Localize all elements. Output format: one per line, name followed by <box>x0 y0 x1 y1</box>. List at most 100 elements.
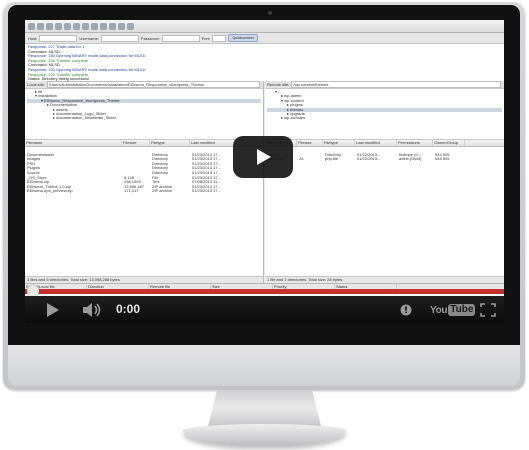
volume-control[interactable] <box>79 296 105 323</box>
progress-scrubber[interactable] <box>27 285 39 297</box>
tree-item[interactable]: ▸ upgrade <box>287 111 305 117</box>
log-line: Response: 226 Transfer complete <box>28 71 89 77</box>
port-input[interactable] <box>212 34 227 42</box>
progress-bar[interactable] <box>25 285 504 297</box>
column-header[interactable]: Permissions <box>397 140 433 146</box>
host-input[interactable] <box>39 34 78 42</box>
reconnect-icon[interactable] <box>100 22 107 30</box>
time-display: 0:00 <box>116 302 141 316</box>
column-header[interactable]: Filetype <box>323 140 355 146</box>
column-header[interactable]: Filename <box>25 140 122 146</box>
column-header[interactable]: Remote file <box>149 284 211 289</box>
file-cell: 544 505 <box>435 152 450 157</box>
tree-item[interactable]: ▸ lib <box>35 89 43 94</box>
tree-item[interactable]: ▸ wp-includes <box>281 115 306 121</box>
file-row[interactable]: .. <box>25 148 263 153</box>
search-icon[interactable] <box>127 22 134 30</box>
settings-button[interactable] <box>398 296 414 323</box>
tree-item[interactable]: ▸ plugins <box>287 102 303 108</box>
file-cell: File <box>152 175 159 180</box>
tree-item[interactable]: ▾ wp-content <box>281 97 304 103</box>
tree-item[interactable]: ▸ documentation_Newsletter_Slider <box>53 115 116 121</box>
local-path-input[interactable]: /Users/Administrator/Documents/Installat… <box>47 81 260 88</box>
file-cell: ElDiseno.zip <box>27 180 50 185</box>
log-line: Command: MLSD <box>28 62 60 68</box>
compare-icon[interactable] <box>118 22 125 30</box>
tree-item[interactable]: ▸ assets <box>53 106 68 112</box>
username-input[interactable] <box>100 34 139 42</box>
remote-path-input[interactable]: /wp-content/themes <box>291 81 501 88</box>
file-cell: 01/22/2013... <box>357 152 381 157</box>
file-cell: 171,017 <box>124 189 139 194</box>
file-cell: Directory <box>152 170 169 175</box>
tree-item[interactable]: ▸ wp-admin <box>281 93 302 99</box>
tree-item[interactable]: ▸ documentation_Logo_Slider <box>53 111 106 117</box>
site-manager-icon[interactable] <box>28 22 35 30</box>
tree-item-selected[interactable]: ▸ themes <box>267 107 502 113</box>
file-cell: 01/23/2013 17... <box>192 189 221 194</box>
toggle-remote-tree-icon[interactable] <box>55 22 62 30</box>
file-cell: 28 <box>299 157 304 162</box>
column-header[interactable]: Priority <box>273 284 335 289</box>
filter-icon[interactable] <box>109 22 116 30</box>
username-label: Username: <box>79 35 99 41</box>
file-cell: 01/22/2013... <box>357 157 381 162</box>
column-header[interactable]: Direction <box>87 284 149 289</box>
file-cell: 12,666,487 <box>124 184 145 189</box>
cancel-icon[interactable] <box>82 22 89 30</box>
file-cell: 01/23/2013 17... <box>192 157 221 162</box>
fullscreen-button[interactable] <box>478 296 498 323</box>
process-queue-icon[interactable] <box>73 22 80 30</box>
remote-file-header: Filename Filesize Filetype Last modified… <box>265 140 504 147</box>
toggle-log-icon[interactable] <box>37 22 44 30</box>
password-label: Password: <box>140 35 160 41</box>
file-cell: 01/23/2013 17... <box>192 184 221 189</box>
file-cell: _DS_Store <box>27 175 47 180</box>
toggle-tree-icon[interactable] <box>46 22 53 30</box>
file-cell: 01/23/2013 17... <box>192 170 221 175</box>
column-header[interactable]: Filesize <box>297 140 323 146</box>
column-header[interactable]: Last modified <box>355 140 397 146</box>
column-header[interactable]: Server/Local file <box>25 284 87 289</box>
progress-track[interactable] <box>25 289 504 294</box>
file-cell: Directory <box>152 152 169 157</box>
column-header[interactable]: Size <box>211 284 273 289</box>
player-controls: 0:00 You Tube <box>25 296 504 323</box>
file-cell: 01/23/2013 17... <box>192 175 221 180</box>
tree-item[interactable]: ▾ installation <box>35 93 58 99</box>
column-header[interactable]: Filesize <box>122 140 150 146</box>
column-header[interactable]: Owner/Group <box>433 140 465 146</box>
file-cell: 01/23/2013 17... <box>192 161 221 166</box>
tree-item[interactable]: ▾ / <box>275 89 280 94</box>
youtube-logo[interactable]: You Tube <box>430 304 476 316</box>
tree-item[interactable]: ▸ Documentation <box>47 102 78 108</box>
column-header[interactable]: Status <box>335 284 397 289</box>
play-control[interactable] <box>41 296 65 323</box>
remote-file-list: ..twenty...Directory01/22/2013...flcdmpe… <box>265 147 504 163</box>
big-play-button[interactable] <box>233 136 293 178</box>
file-cell: 01/23/2013 17... <box>192 152 221 157</box>
password-input[interactable] <box>161 34 200 42</box>
settings-gear-icon <box>400 304 412 315</box>
column-header[interactable]: Filetype <box>150 140 190 146</box>
quickconnect-button[interactable]: Quickconnect <box>228 34 259 42</box>
video-frame[interactable]: Host: Username: Password: Port: Quickcon… <box>25 20 504 323</box>
monitor-base <box>183 424 346 446</box>
host-label: Host: <box>28 35 38 41</box>
disconnect-icon[interactable] <box>91 22 98 30</box>
log-line: Status: Directory listing successful <box>28 76 89 82</box>
file-cell: ElDiseno_Theme-1.0.zip <box>27 184 71 189</box>
monitor-stand <box>208 390 321 426</box>
refresh-icon[interactable] <box>64 22 71 30</box>
tree-item-selected[interactable]: ▾ ElDiseno_Responsive_Wordpress_Theme <box>27 98 261 104</box>
